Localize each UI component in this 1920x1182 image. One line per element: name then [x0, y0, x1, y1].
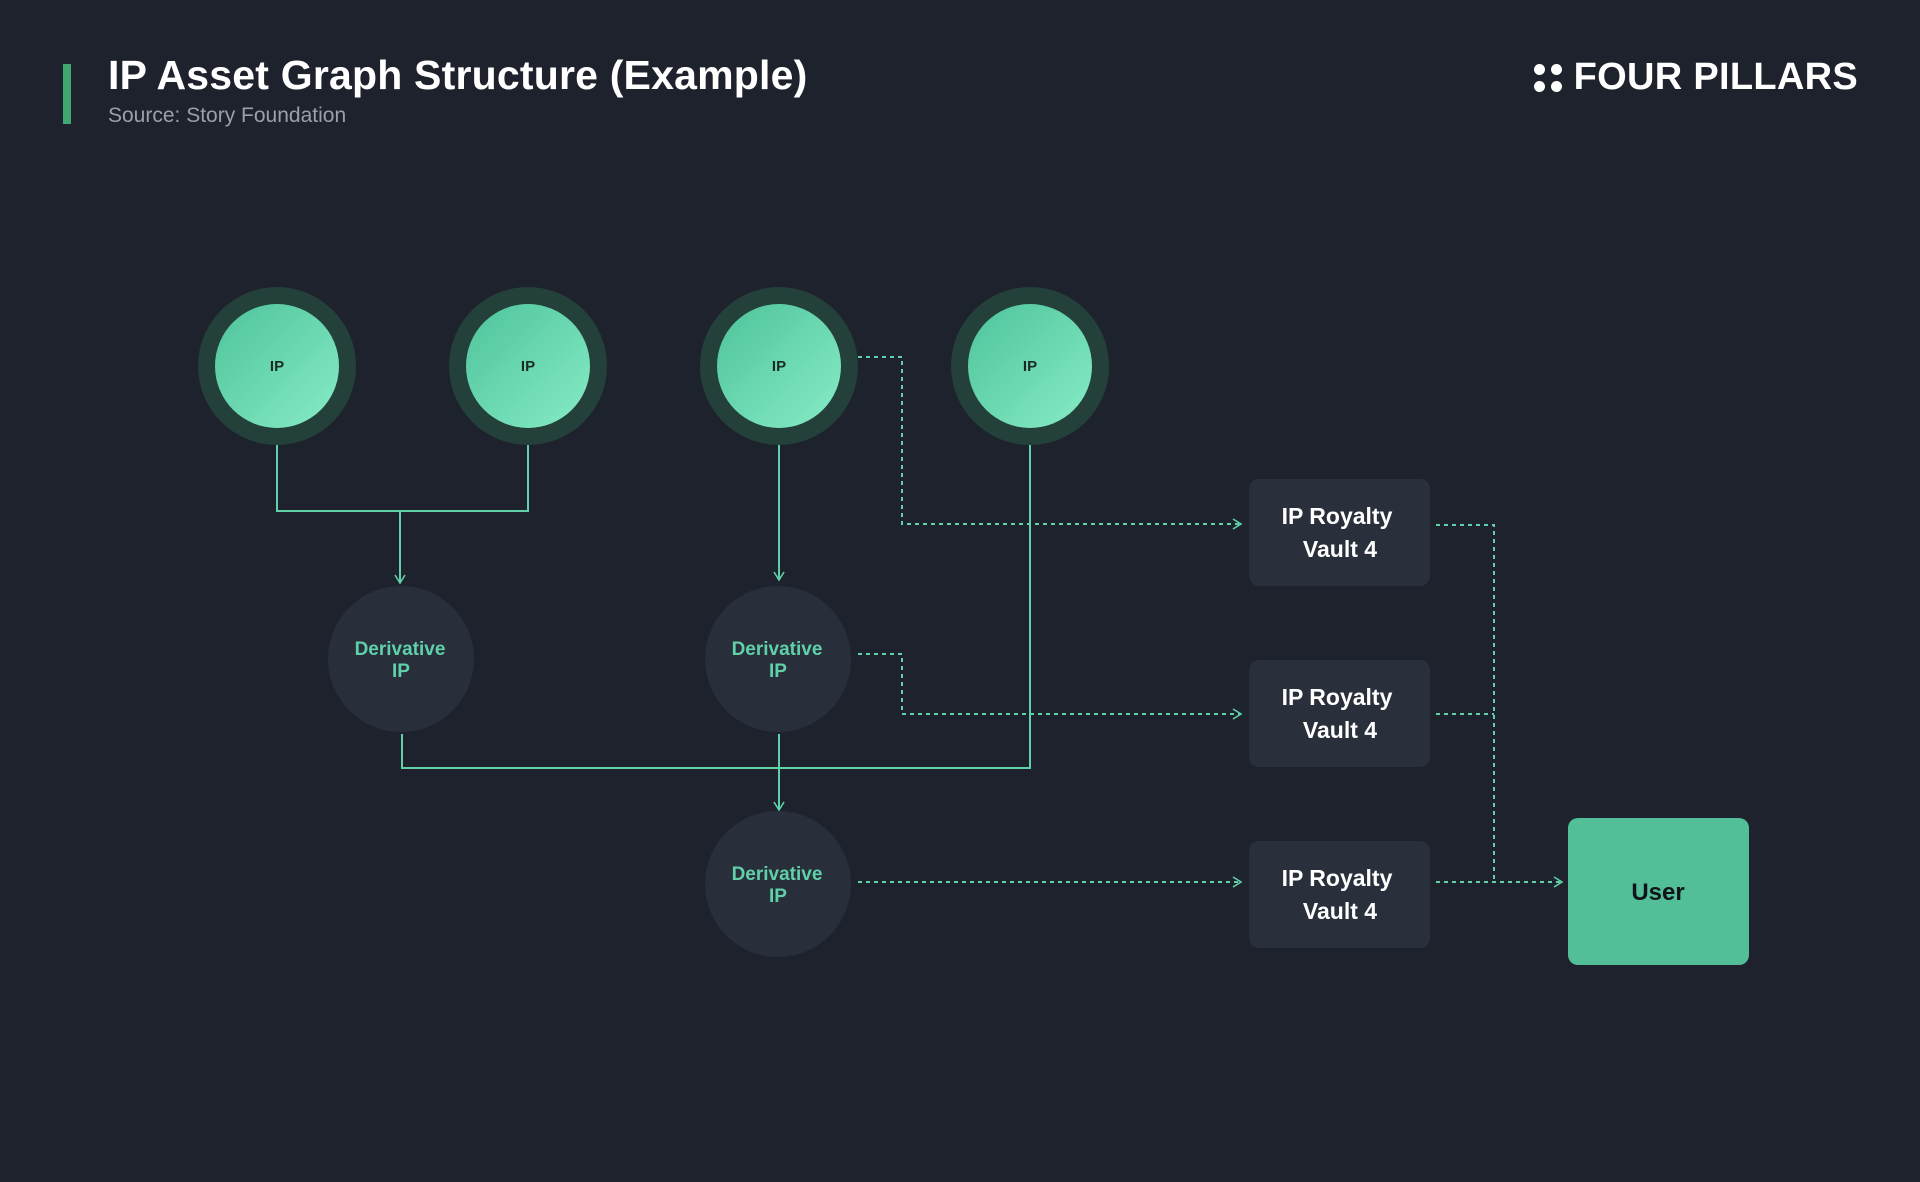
solid-connectors — [276, 445, 1031, 812]
derivative-label-line1: Derivative — [355, 639, 446, 660]
connector-derivative1-to-derivative3 — [401, 734, 779, 769]
royalty-vault-2: IP Royalty Vault 4 — [1249, 660, 1430, 767]
title-accent-bar — [63, 64, 71, 124]
derivative-node-2: Derivative IP — [705, 586, 851, 732]
brand-logo: FOUR PILLARS — [1533, 56, 1858, 99]
ip-node-2: IP — [449, 287, 607, 445]
ip-node-1: IP — [198, 287, 356, 445]
user-node: User — [1568, 818, 1749, 965]
derivative-label-line2: IP — [769, 886, 787, 907]
connector-vault1-to-bus — [1436, 524, 1495, 882]
vault-label-line1: IP Royalty — [1282, 684, 1393, 710]
derivative-label-line2: IP — [769, 661, 787, 682]
vault-label-line1: IP Royalty — [1282, 503, 1393, 529]
ip-node-3: IP — [700, 287, 858, 445]
page-title: IP Asset Graph Structure (Example) — [108, 52, 808, 98]
vault-label-line1: IP Royalty — [1282, 865, 1393, 891]
ip-node-label: IP — [270, 358, 284, 375]
derivative-label-line2: IP — [392, 661, 410, 682]
ip-node-label: IP — [772, 358, 786, 375]
user-label: User — [1631, 879, 1684, 906]
derivative-node-1: Derivative IP — [328, 586, 474, 732]
connector-derivative2-to-vault2 — [858, 653, 1243, 720]
dashed-connectors — [858, 356, 1564, 888]
royalty-vault-3: IP Royalty Vault 4 — [1249, 841, 1430, 948]
vault-label-line2: Vault 4 — [1303, 536, 1377, 562]
connector-ip4-to-derivative3 — [779, 445, 1031, 769]
ip-node-4: IP — [951, 287, 1109, 445]
derivative-node-3: Derivative IP — [705, 811, 851, 957]
vault-label-line2: Vault 4 — [1303, 898, 1377, 924]
brand-name: FOUR PILLARS — [1573, 56, 1858, 98]
royalty-vault-1: IP Royalty Vault 4 — [1249, 479, 1430, 586]
ip-node-label: IP — [1023, 358, 1037, 375]
connector-ip1-to-derivative1 — [276, 445, 400, 512]
derivative-label-line1: Derivative — [732, 639, 823, 660]
four-dots-icon — [1533, 63, 1562, 92]
connector-ip2-to-derivative1 — [400, 445, 529, 512]
ip-node-label: IP — [521, 358, 535, 375]
derivative-label-line1: Derivative — [732, 864, 823, 885]
vault-label-line2: Vault 4 — [1303, 717, 1377, 743]
source-caption: Source: Story Foundation — [108, 104, 347, 127]
